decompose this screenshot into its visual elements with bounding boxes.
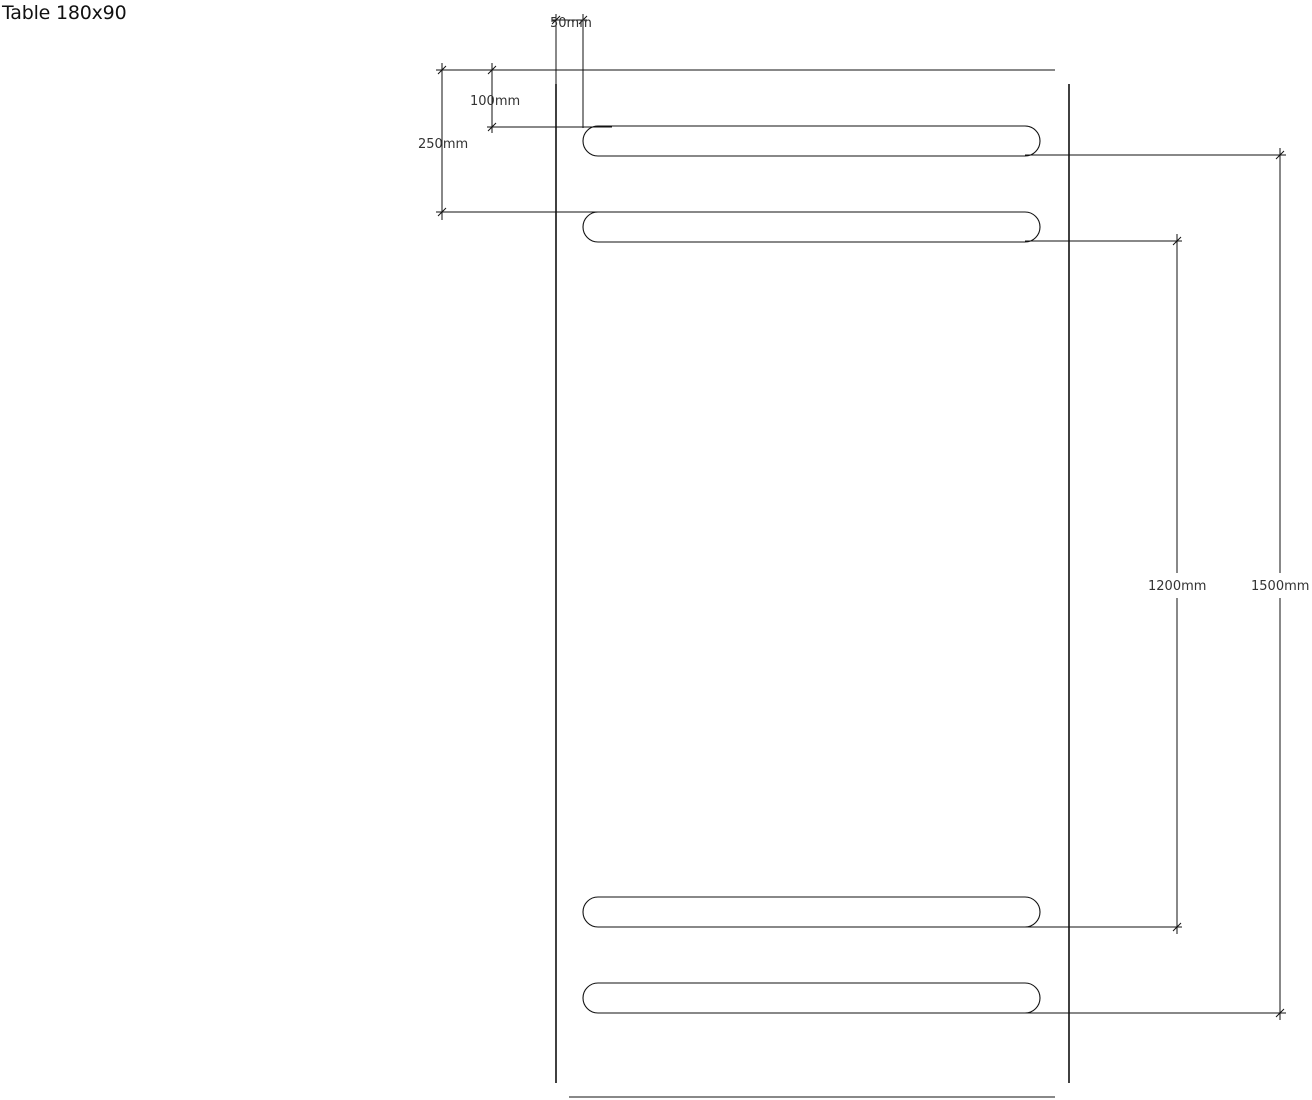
dimension-label-50mm: 50mm <box>550 16 592 31</box>
dimension-label-1500mm: 1500mm <box>1251 579 1309 594</box>
dimension-label-1200mm: 1200mm <box>1148 579 1206 594</box>
dimension-250mm: 250mm <box>418 63 600 220</box>
dimension-100mm: 100mm <box>470 63 612 133</box>
dimension-1500mm: 1500mm <box>1025 148 1309 1020</box>
dimension-50mm: 50mm <box>550 14 592 128</box>
table-outline <box>555 69 1070 1098</box>
drawing-title: Table 180x90 <box>2 2 127 24</box>
slot-2 <box>582 211 1041 243</box>
dimension-label-250mm: 250mm <box>418 137 468 152</box>
slot-3 <box>582 896 1041 928</box>
slots <box>582 125 1041 1014</box>
dimension-label-100mm: 100mm <box>470 94 520 109</box>
dimension-1200mm: 1200mm <box>1025 234 1206 934</box>
slot-4 <box>582 982 1041 1014</box>
slot-1 <box>582 125 1041 157</box>
